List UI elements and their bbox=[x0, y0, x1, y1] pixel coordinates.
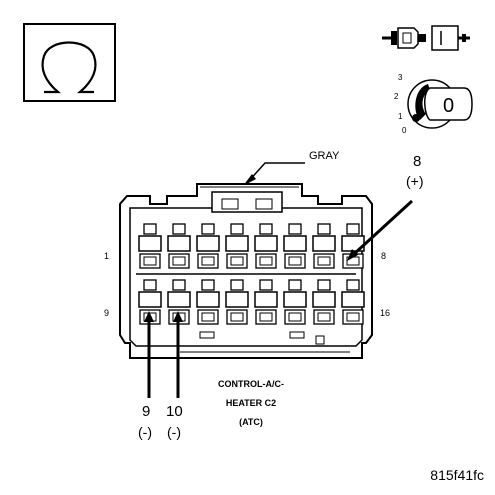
connector-name-line-3: (ATC) bbox=[239, 417, 263, 427]
pin-cavity-7 bbox=[312, 223, 336, 269]
probe-10-polarity: (-) bbox=[167, 424, 181, 440]
probe-10-negative: 10 (-) bbox=[166, 311, 183, 440]
pin-cavity-12 bbox=[225, 279, 249, 325]
pin-label-9: 9 bbox=[104, 308, 109, 318]
probe-9-pin: 9 bbox=[142, 403, 150, 420]
pin-cavity-2 bbox=[167, 223, 191, 269]
pin-cavity-3 bbox=[196, 223, 220, 269]
connector-color-label: GRAY bbox=[309, 150, 340, 162]
connector-disconnected-icon bbox=[382, 25, 470, 51]
pin-cavity-6 bbox=[283, 223, 307, 269]
ohmmeter-icon: Ω bbox=[23, 23, 116, 102]
probe-9-negative: 9 (-) bbox=[138, 311, 154, 440]
ignition-position-3: 3 bbox=[398, 73, 403, 82]
pin-cavity-13 bbox=[254, 279, 278, 325]
pin-row-bottom bbox=[138, 279, 365, 325]
pin-cavity-5 bbox=[254, 223, 278, 269]
connector-name-line-1: CONTROL-A/C- bbox=[218, 379, 284, 389]
pin-cavity-11 bbox=[196, 279, 220, 325]
pin-cavity-15 bbox=[312, 279, 336, 325]
pin-label-16: 16 bbox=[380, 308, 390, 318]
ignition-switch-icon: 3 2 1 0 0 bbox=[394, 73, 473, 135]
pin-label-1: 1 bbox=[104, 251, 109, 261]
pin-cavity-14 bbox=[283, 279, 307, 325]
pin-label-8: 8 bbox=[381, 251, 386, 261]
ignition-position-2: 2 bbox=[394, 92, 399, 101]
connector-body bbox=[119, 183, 373, 359]
pin-cavity-16 bbox=[341, 279, 365, 325]
pin-cavity-4 bbox=[225, 223, 249, 269]
probe-8-polarity: (+) bbox=[406, 173, 424, 189]
figure-id: 815f41fc bbox=[430, 467, 484, 483]
connector-name-line-2: HEATER C2 bbox=[226, 398, 276, 408]
probe-10-pin: 10 bbox=[166, 403, 183, 420]
gray-callout: GRAY bbox=[243, 150, 340, 186]
ignition-position-1: 1 bbox=[398, 112, 403, 121]
ignition-key-label: 0 bbox=[443, 95, 454, 117]
probe-8-positive: 8 (+) bbox=[347, 153, 424, 261]
probe-9-polarity: (-) bbox=[138, 424, 152, 440]
connector-name: CONTROL-A/C- HEATER C2 (ATC) bbox=[218, 379, 284, 427]
pin-cavity-1 bbox=[138, 223, 162, 269]
pin-row-top bbox=[138, 223, 365, 269]
probe-8-pin: 8 bbox=[413, 153, 421, 170]
ignition-position-0: 0 bbox=[402, 126, 407, 135]
